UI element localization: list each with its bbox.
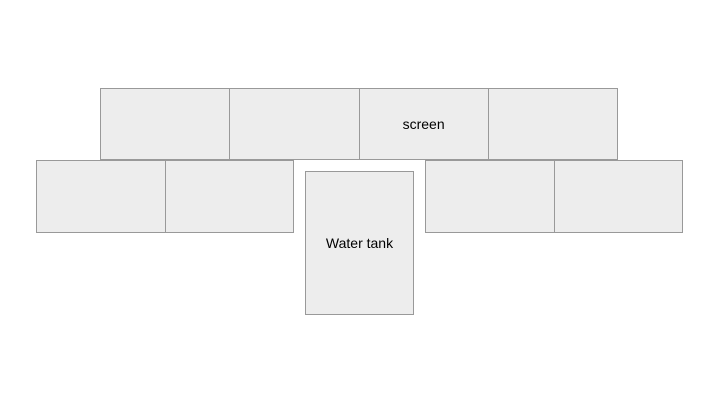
screen-label: screen <box>402 115 445 132</box>
brick <box>426 161 555 232</box>
brick <box>37 161 166 232</box>
screen-brick: screen <box>360 89 489 159</box>
bottom-left-brick-row <box>36 160 294 233</box>
brick <box>230 89 360 159</box>
brick <box>555 161 683 232</box>
water-tank-label: Water tank <box>325 234 394 251</box>
bottom-right-brick-row <box>425 160 683 233</box>
brick <box>166 161 294 232</box>
water-tank: Water tank <box>305 171 414 315</box>
brick <box>489 89 617 159</box>
top-brick-row: screen <box>100 88 618 160</box>
brick <box>101 89 231 159</box>
